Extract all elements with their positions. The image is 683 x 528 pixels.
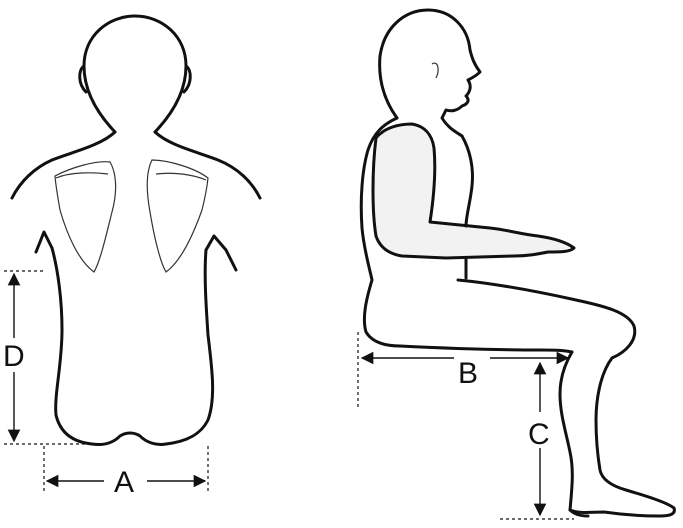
back-right-torso [166, 250, 213, 444]
label-b: B [458, 357, 478, 390]
back-buttocks [92, 433, 166, 445]
dimension-d: D [3, 271, 92, 444]
back-right-arm-cut [206, 236, 236, 270]
back-left-shoulder [12, 132, 115, 198]
left-scapula [55, 162, 116, 272]
side-thigh-underside [400, 346, 572, 352]
side-calf-back [560, 352, 572, 510]
back-view-figure [12, 16, 260, 445]
label-a: A [114, 466, 134, 499]
side-chest [462, 136, 473, 226]
dimension-c: C [500, 363, 574, 519]
dimension-a: A [44, 446, 208, 499]
label-c: C [528, 418, 550, 451]
dimension-b: B [358, 332, 568, 408]
left-scapula-spine [56, 173, 108, 178]
side-ear [432, 63, 438, 78]
right-scapula-spine [156, 173, 206, 180]
back-left-arm-cut [36, 232, 52, 252]
label-d: D [3, 340, 25, 373]
back-head [84, 16, 186, 132]
side-head [380, 10, 480, 136]
back-right-shoulder [155, 132, 260, 198]
side-arm [373, 124, 574, 258]
side-thigh-top [458, 280, 674, 516]
side-view-figure [361, 10, 674, 516]
back-left-torso [52, 248, 92, 444]
